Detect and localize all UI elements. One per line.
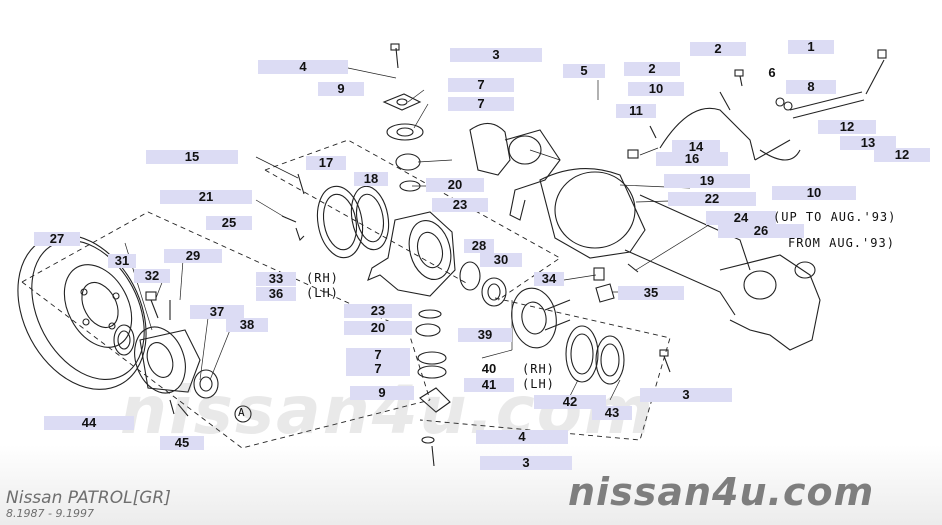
note-rh-knuckle: (RH) xyxy=(306,271,339,285)
note-lh-knuckle: (LH) xyxy=(306,286,339,300)
callout-part-15[interactable]: 15 xyxy=(146,150,238,164)
spindle xyxy=(511,287,571,349)
callout-part-12[interactable]: 12 xyxy=(818,120,876,134)
bearing xyxy=(193,369,219,399)
callout-part-3[interactable]: 3 xyxy=(480,456,572,470)
callout-part-13[interactable]: 13 xyxy=(840,136,896,150)
callout-part-33[interactable]: 33 xyxy=(256,272,296,286)
callout-part-7[interactable]: 7 xyxy=(346,348,410,362)
callout-part-14[interactable]: 14 xyxy=(672,140,720,154)
note-up-to-aug-93: (UP TO AUG.'93) xyxy=(773,210,897,224)
callout-part-11[interactable]: 11 xyxy=(616,104,656,118)
small-clip xyxy=(649,125,657,139)
callout-part-37[interactable]: 37 xyxy=(190,305,244,319)
callout-part-3[interactable]: 3 xyxy=(640,388,732,402)
spacer-seal xyxy=(459,261,481,291)
callout-part-10[interactable]: 10 xyxy=(628,82,684,96)
hub-bolt xyxy=(145,291,159,319)
callout-part-2[interactable]: 2 xyxy=(690,42,746,56)
note-circle-a: A xyxy=(238,406,245,419)
callout-part-43[interactable]: 43 xyxy=(592,406,632,420)
callout-part-9[interactable]: 9 xyxy=(318,82,364,96)
bottom-fade xyxy=(0,445,942,525)
callout-part-7[interactable]: 7 xyxy=(448,78,514,92)
callout-part-12[interactable]: 12 xyxy=(874,148,930,162)
callout-part-39[interactable]: 39 xyxy=(458,328,512,342)
callout-part-19[interactable]: 19 xyxy=(664,174,750,188)
callout-part-24[interactable]: 24 xyxy=(706,211,776,225)
callout-part-44[interactable]: 44 xyxy=(44,416,134,430)
callout-part-10[interactable]: 10 xyxy=(772,186,856,200)
note-rh-spindle: (RH) xyxy=(522,362,555,376)
model-years: 8.1987 - 9.1997 xyxy=(6,507,94,520)
steering-knuckle xyxy=(367,211,456,297)
callout-part-26[interactable]: 26 xyxy=(718,224,804,238)
note-from-aug-93: FROM AUG.'93) xyxy=(788,236,895,250)
wheel-hub xyxy=(134,300,201,394)
callout-part-4[interactable]: 4 xyxy=(476,430,568,444)
circle-a-marker xyxy=(234,405,252,423)
oil-seal xyxy=(113,324,135,356)
dashed-outline-left xyxy=(21,211,431,449)
callout-part-23[interactable]: 23 xyxy=(432,198,488,212)
callout-part-41[interactable]: 41 xyxy=(464,378,514,392)
callout-part-7[interactable]: 7 xyxy=(448,97,514,111)
note-lh-spindle: (LH) xyxy=(522,377,555,391)
callout-part-21[interactable]: 21 xyxy=(160,190,252,204)
callout-part-40[interactable]: 40 xyxy=(481,361,497,376)
callout-part-3[interactable]: 3 xyxy=(450,48,542,62)
callout-part-6[interactable]: 6 xyxy=(768,65,776,80)
callout-part-20[interactable]: 20 xyxy=(344,321,412,335)
callout-part-17[interactable]: 17 xyxy=(306,156,346,170)
callout-part-5[interactable]: 5 xyxy=(563,64,605,78)
callout-part-36[interactable]: 36 xyxy=(256,287,296,301)
kingpin-lower-parts xyxy=(415,309,451,467)
callout-part-32[interactable]: 32 xyxy=(134,269,170,283)
callout-part-35[interactable]: 35 xyxy=(618,286,684,300)
callout-part-45[interactable]: 45 xyxy=(160,436,204,450)
callout-part-18[interactable]: 18 xyxy=(354,172,388,186)
callout-part-25[interactable]: 25 xyxy=(206,216,252,230)
callout-part-31[interactable]: 31 xyxy=(108,254,136,268)
brand-logo: nissan4u.com xyxy=(568,470,875,514)
model-title: Nissan PATROL[GR] xyxy=(6,488,171,508)
small-bolt xyxy=(169,399,175,415)
callout-part-42[interactable]: 42 xyxy=(534,395,606,409)
callout-part-30[interactable]: 30 xyxy=(480,253,522,267)
callout-part-9[interactable]: 9 xyxy=(350,386,414,400)
callout-part-23[interactable]: 23 xyxy=(344,304,412,318)
callout-part-28[interactable]: 28 xyxy=(464,239,494,253)
kingpin-upper-parts xyxy=(382,43,424,192)
callout-part-34[interactable]: 34 xyxy=(534,272,564,286)
callout-part-20[interactable]: 20 xyxy=(426,178,484,192)
callout-part-22[interactable]: 22 xyxy=(668,192,756,206)
callout-part-4[interactable]: 4 xyxy=(258,60,348,74)
axle-seal xyxy=(565,325,599,383)
axle-housing xyxy=(469,122,821,351)
knuckle-seals xyxy=(316,185,390,259)
callout-part-38[interactable]: 38 xyxy=(226,318,268,332)
callout-part-16[interactable]: 16 xyxy=(656,152,728,166)
callout-part-29[interactable]: 29 xyxy=(164,249,222,263)
callout-part-2[interactable]: 2 xyxy=(624,62,680,76)
callout-part-1[interactable]: 1 xyxy=(788,40,834,54)
callout-part-8[interactable]: 8 xyxy=(786,80,836,94)
callout-part-27[interactable]: 27 xyxy=(34,232,80,246)
breather-pipe xyxy=(659,49,887,161)
callout-part-7[interactable]: 7 xyxy=(346,362,410,376)
